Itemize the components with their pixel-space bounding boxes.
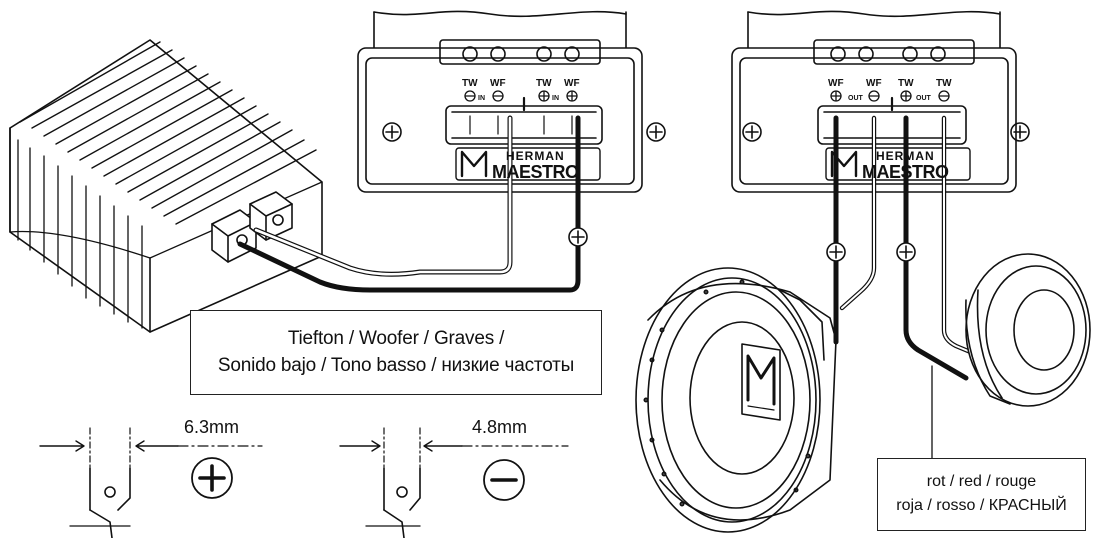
out-terminal-4-label: TW [936,78,952,89]
wire-woofer-positive [237,115,581,293]
crossover-in-brand-badge [455,147,601,181]
plus-marker-tweeter [896,242,916,262]
amplifier-terminal-positive [249,191,293,241]
out-brand-top: HERMAN [876,149,935,163]
crossover-in-screw-terminals [462,46,580,62]
crossover-out-polarity-marks [830,90,950,102]
in-brand-top: HERMAN [506,149,565,163]
out-terminal-2-label: WF [866,78,882,89]
red-wire-label-box: rot / red / rouge roja / rosso / КРАСНЫЙ [877,458,1086,531]
tweeter-speaker [965,253,1091,407]
crossover-in-polarity-marks [464,90,578,102]
plus-marker-woofer [826,242,846,262]
crossover-out-brand-badge [825,147,971,181]
plus-marker-in [568,227,588,247]
crossover-in [357,10,666,193]
wire-tweeter-negative [941,115,983,359]
plus-connector-width: 6.3mm [184,417,240,437]
amplifier-heatsink-fins [19,41,317,225]
out-terminal-1-label: WF [828,78,844,89]
woofer-badge [741,343,781,421]
plus-symbol [191,457,233,499]
in-brand-main: MAESTRO [492,162,579,182]
crossover-out-screw-terminals [830,46,946,62]
in-port-label-1: IN [478,95,485,102]
crossover-in-mount-screw-right [646,122,666,142]
red-label-line2: roja / rosso / КРАСНЫЙ [896,497,1067,514]
wire-woofer-negative [253,115,513,277]
out-port-label-2: OUT [916,95,932,102]
crossover-out-mount-screw-left [742,122,762,142]
woofer-rim-dots [643,279,811,507]
out-terminal-3-label: TW [898,78,914,89]
connector-plus-drawing [39,427,263,538]
in-terminal-2-label: WF [490,78,506,89]
amplifier-side-ridges [9,139,323,329]
amplifier [9,39,323,333]
crossover-out-mount-screw-right [1010,122,1030,142]
wire-tweeter-positive [903,115,969,381]
out-brand-main: MAESTRO [862,162,949,182]
red-label-line1: rot / red / rouge [926,473,1037,490]
woofer-speaker [635,267,837,533]
crossover-in-mount-screw-left [382,122,402,142]
minus-symbol [483,459,525,501]
out-port-label-1: OUT [848,95,864,102]
in-terminal-1-label: TW [462,78,478,89]
woofer-label-line2: Sonido bajo / Tono basso / низкие частот… [217,355,575,376]
woofer-label-line1: Tiefton / Woofer / Graves / [287,328,505,349]
minus-connector-width: 4.8mm [472,417,528,437]
in-terminal-3-label: TW [536,78,552,89]
in-port-label-2: IN [552,95,559,102]
in-terminal-4-label: WF [564,78,580,89]
connector-minus-drawing [339,427,569,538]
wire-woofer-speaker-negative [839,115,877,311]
woofer-label-box: Tiefton / Woofer / Graves / Sonido bajo … [190,310,602,395]
